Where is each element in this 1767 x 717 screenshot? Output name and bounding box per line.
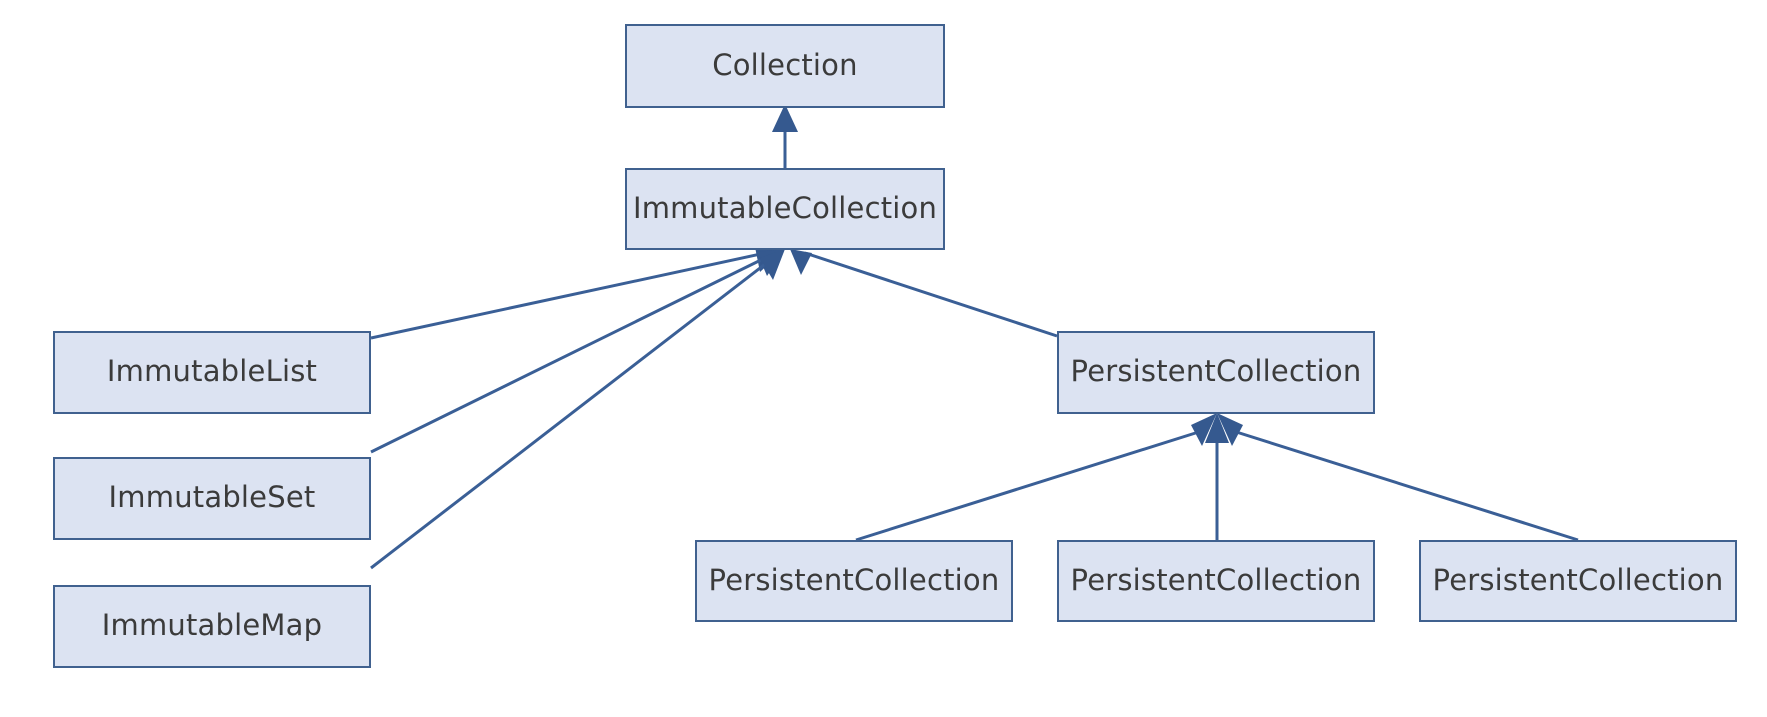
node-immutable-list-label: ImmutableList bbox=[106, 354, 318, 388]
edge-immutable-collection-to-collection bbox=[772, 104, 798, 168]
edge-persistent-child-2-to-persistent-collection bbox=[1205, 413, 1229, 540]
node-immutable-list[interactable]: ImmutableList bbox=[53, 331, 371, 414]
node-persistent-collection-child-2[interactable]: PersistentCollection bbox=[1057, 540, 1375, 622]
node-immutable-set[interactable]: ImmutableSet bbox=[53, 457, 371, 540]
node-collection[interactable]: Collection bbox=[625, 24, 945, 108]
node-collection-label: Collection bbox=[712, 47, 858, 82]
edge-immutable-set-to-immutable-collection bbox=[370, 249, 785, 454]
node-persistent-collection-child-3[interactable]: PersistentCollection bbox=[1419, 540, 1737, 622]
node-immutable-set-label: ImmutableSet bbox=[108, 480, 316, 514]
edge-immutable-map-to-immutable-collection bbox=[370, 249, 785, 570]
edge-persistent-child-3-to-persistent-collection bbox=[1217, 413, 1579, 542]
edge-persistent-collection-to-immutable-collection bbox=[790, 249, 1058, 338]
node-persistent-collection-child-1[interactable]: PersistentCollection bbox=[695, 540, 1013, 622]
edge-immutable-list-to-immutable-collection bbox=[370, 247, 785, 340]
node-persistent-collection-child-1-label: PersistentCollection bbox=[708, 562, 1000, 597]
node-persistent-collection[interactable]: PersistentCollection bbox=[1057, 331, 1375, 414]
node-persistent-collection-child-3-label: PersistentCollection bbox=[1432, 562, 1724, 597]
node-immutable-collection-label: ImmutableCollection bbox=[632, 190, 938, 225]
edge-persistent-child-1-to-persistent-collection bbox=[855, 413, 1217, 542]
node-immutable-map-label: ImmutableMap bbox=[101, 608, 323, 642]
node-persistent-collection-label: PersistentCollection bbox=[1070, 354, 1362, 388]
node-persistent-collection-child-2-label: PersistentCollection bbox=[1070, 562, 1362, 597]
node-immutable-map[interactable]: ImmutableMap bbox=[53, 585, 371, 668]
node-immutable-collection[interactable]: ImmutableCollection bbox=[625, 168, 945, 250]
